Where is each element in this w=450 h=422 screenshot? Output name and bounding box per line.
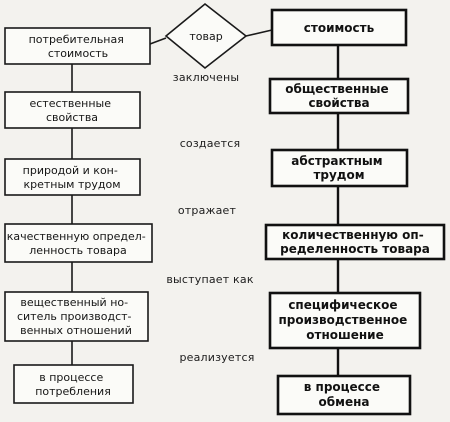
right-box-1 — [270, 8, 408, 47]
left-box-1-label: потребительная стоимость — [29, 33, 128, 60]
right-box-3-label: абстрактным трудом — [291, 154, 386, 182]
relation-5: реализуется — [179, 351, 254, 364]
left-box-2-label: естественные свойства — [29, 97, 114, 124]
right-column: стоимость общественные свойства абстракт… — [264, 8, 446, 416]
left-box-4 — [4, 223, 153, 263]
right-box-5-label: специфическое производственное отношение — [279, 298, 412, 342]
relation-2: создается — [180, 137, 241, 150]
center-diamond — [164, 2, 248, 70]
left-box-3-label: природой и кон- кретным трудом — [23, 164, 122, 191]
right-box-4 — [264, 223, 446, 261]
right-box-3 — [270, 148, 409, 188]
left-box-4-label: качественную определ- ленность товара — [7, 230, 150, 257]
right-box-6 — [276, 374, 412, 416]
left-box-2 — [4, 91, 141, 129]
left-box-3 — [4, 158, 141, 196]
left-box-1 — [4, 27, 151, 65]
right-box-2-label: общественные свойства — [285, 82, 393, 110]
center-node: товар — [164, 2, 248, 70]
left-box-6 — [13, 364, 134, 404]
right-box-6-label: в процессе обмена — [304, 380, 384, 409]
left-column: потребительная стоимость естественные св… — [4, 27, 153, 404]
left-box-5-label: вещественный но- ситель производст- венн… — [17, 296, 135, 337]
right-box-2 — [268, 77, 410, 115]
relation-1: заключены — [173, 71, 239, 84]
connectors — [71, 29, 340, 376]
relation-4: выступает как — [166, 273, 254, 286]
right-box-4-label: количественную оп- ределенность товара — [280, 228, 430, 256]
center-label: товар — [189, 30, 222, 43]
relations: заключены создается отражает выступает к… — [166, 71, 254, 364]
left-box-6-label: в процессе потребления — [35, 371, 111, 398]
link-center-to-right — [245, 29, 273, 37]
left-box-5 — [4, 291, 149, 342]
right-box-5 — [268, 291, 422, 350]
right-box-1-label: стоимость — [304, 21, 375, 35]
link-left-to-center — [149, 37, 167, 45]
relation-3: отражает — [178, 204, 237, 217]
